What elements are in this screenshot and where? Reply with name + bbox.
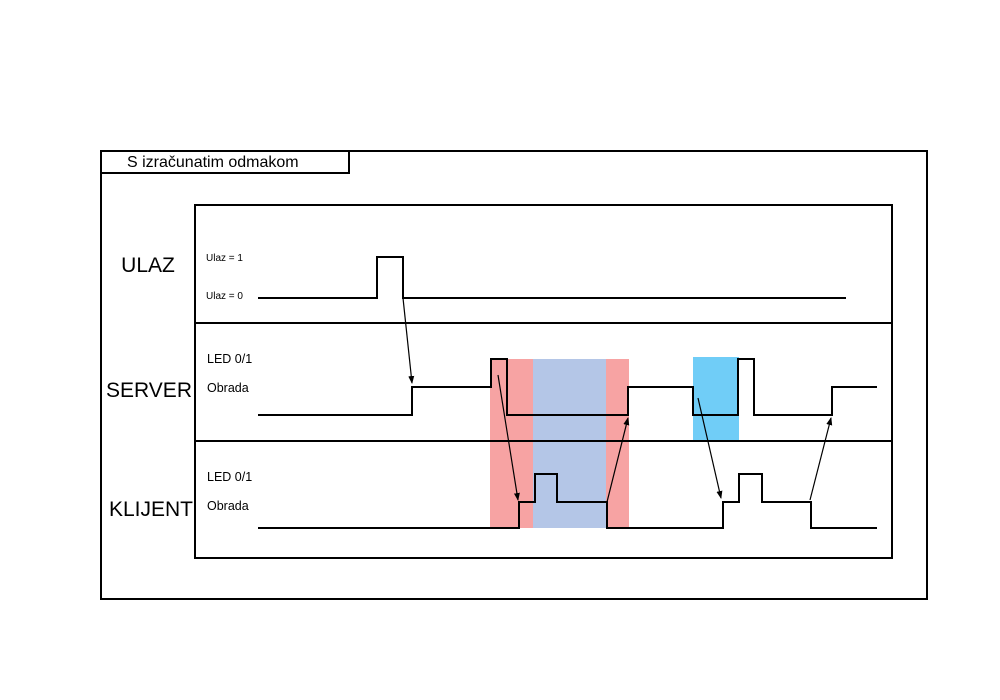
arrow-server-to-klijent-1 bbox=[497, 374, 520, 501]
ulaz-level-high-label: Ulaz = 1 bbox=[206, 253, 243, 264]
server-led-label: LED 0/1 bbox=[207, 352, 252, 366]
ulaz-level-low-label: Ulaz = 0 bbox=[206, 291, 243, 302]
row-label-server: SERVER bbox=[106, 379, 192, 402]
latency-region-right bbox=[606, 359, 629, 528]
klijent-obrada-label: Obrada bbox=[207, 499, 249, 513]
outer-frame bbox=[100, 150, 928, 600]
frame-title-tab bbox=[100, 150, 350, 174]
klijent-signal bbox=[258, 473, 877, 529]
ulaz-signal bbox=[258, 256, 846, 299]
server-signal bbox=[258, 358, 877, 416]
arrow-server-to-klijent-2 bbox=[697, 397, 723, 499]
row-label-klijent: KLIJENT bbox=[109, 498, 193, 521]
frame-title: S izračunatim odmakom bbox=[127, 154, 299, 171]
highlight-region bbox=[693, 357, 739, 441]
arrow-ulaz-to-server bbox=[402, 297, 415, 384]
arrow-klijent-to-server-1 bbox=[606, 417, 630, 503]
server-obrada-label: Obrada bbox=[207, 381, 249, 395]
processing-region bbox=[533, 359, 606, 528]
latency-region-left bbox=[490, 359, 533, 528]
row-label-ulaz: ULAZ bbox=[121, 254, 175, 277]
klijent-led-label: LED 0/1 bbox=[207, 470, 252, 484]
arrow-klijent-to-server-2 bbox=[809, 417, 833, 501]
diagram-frame bbox=[194, 204, 893, 559]
